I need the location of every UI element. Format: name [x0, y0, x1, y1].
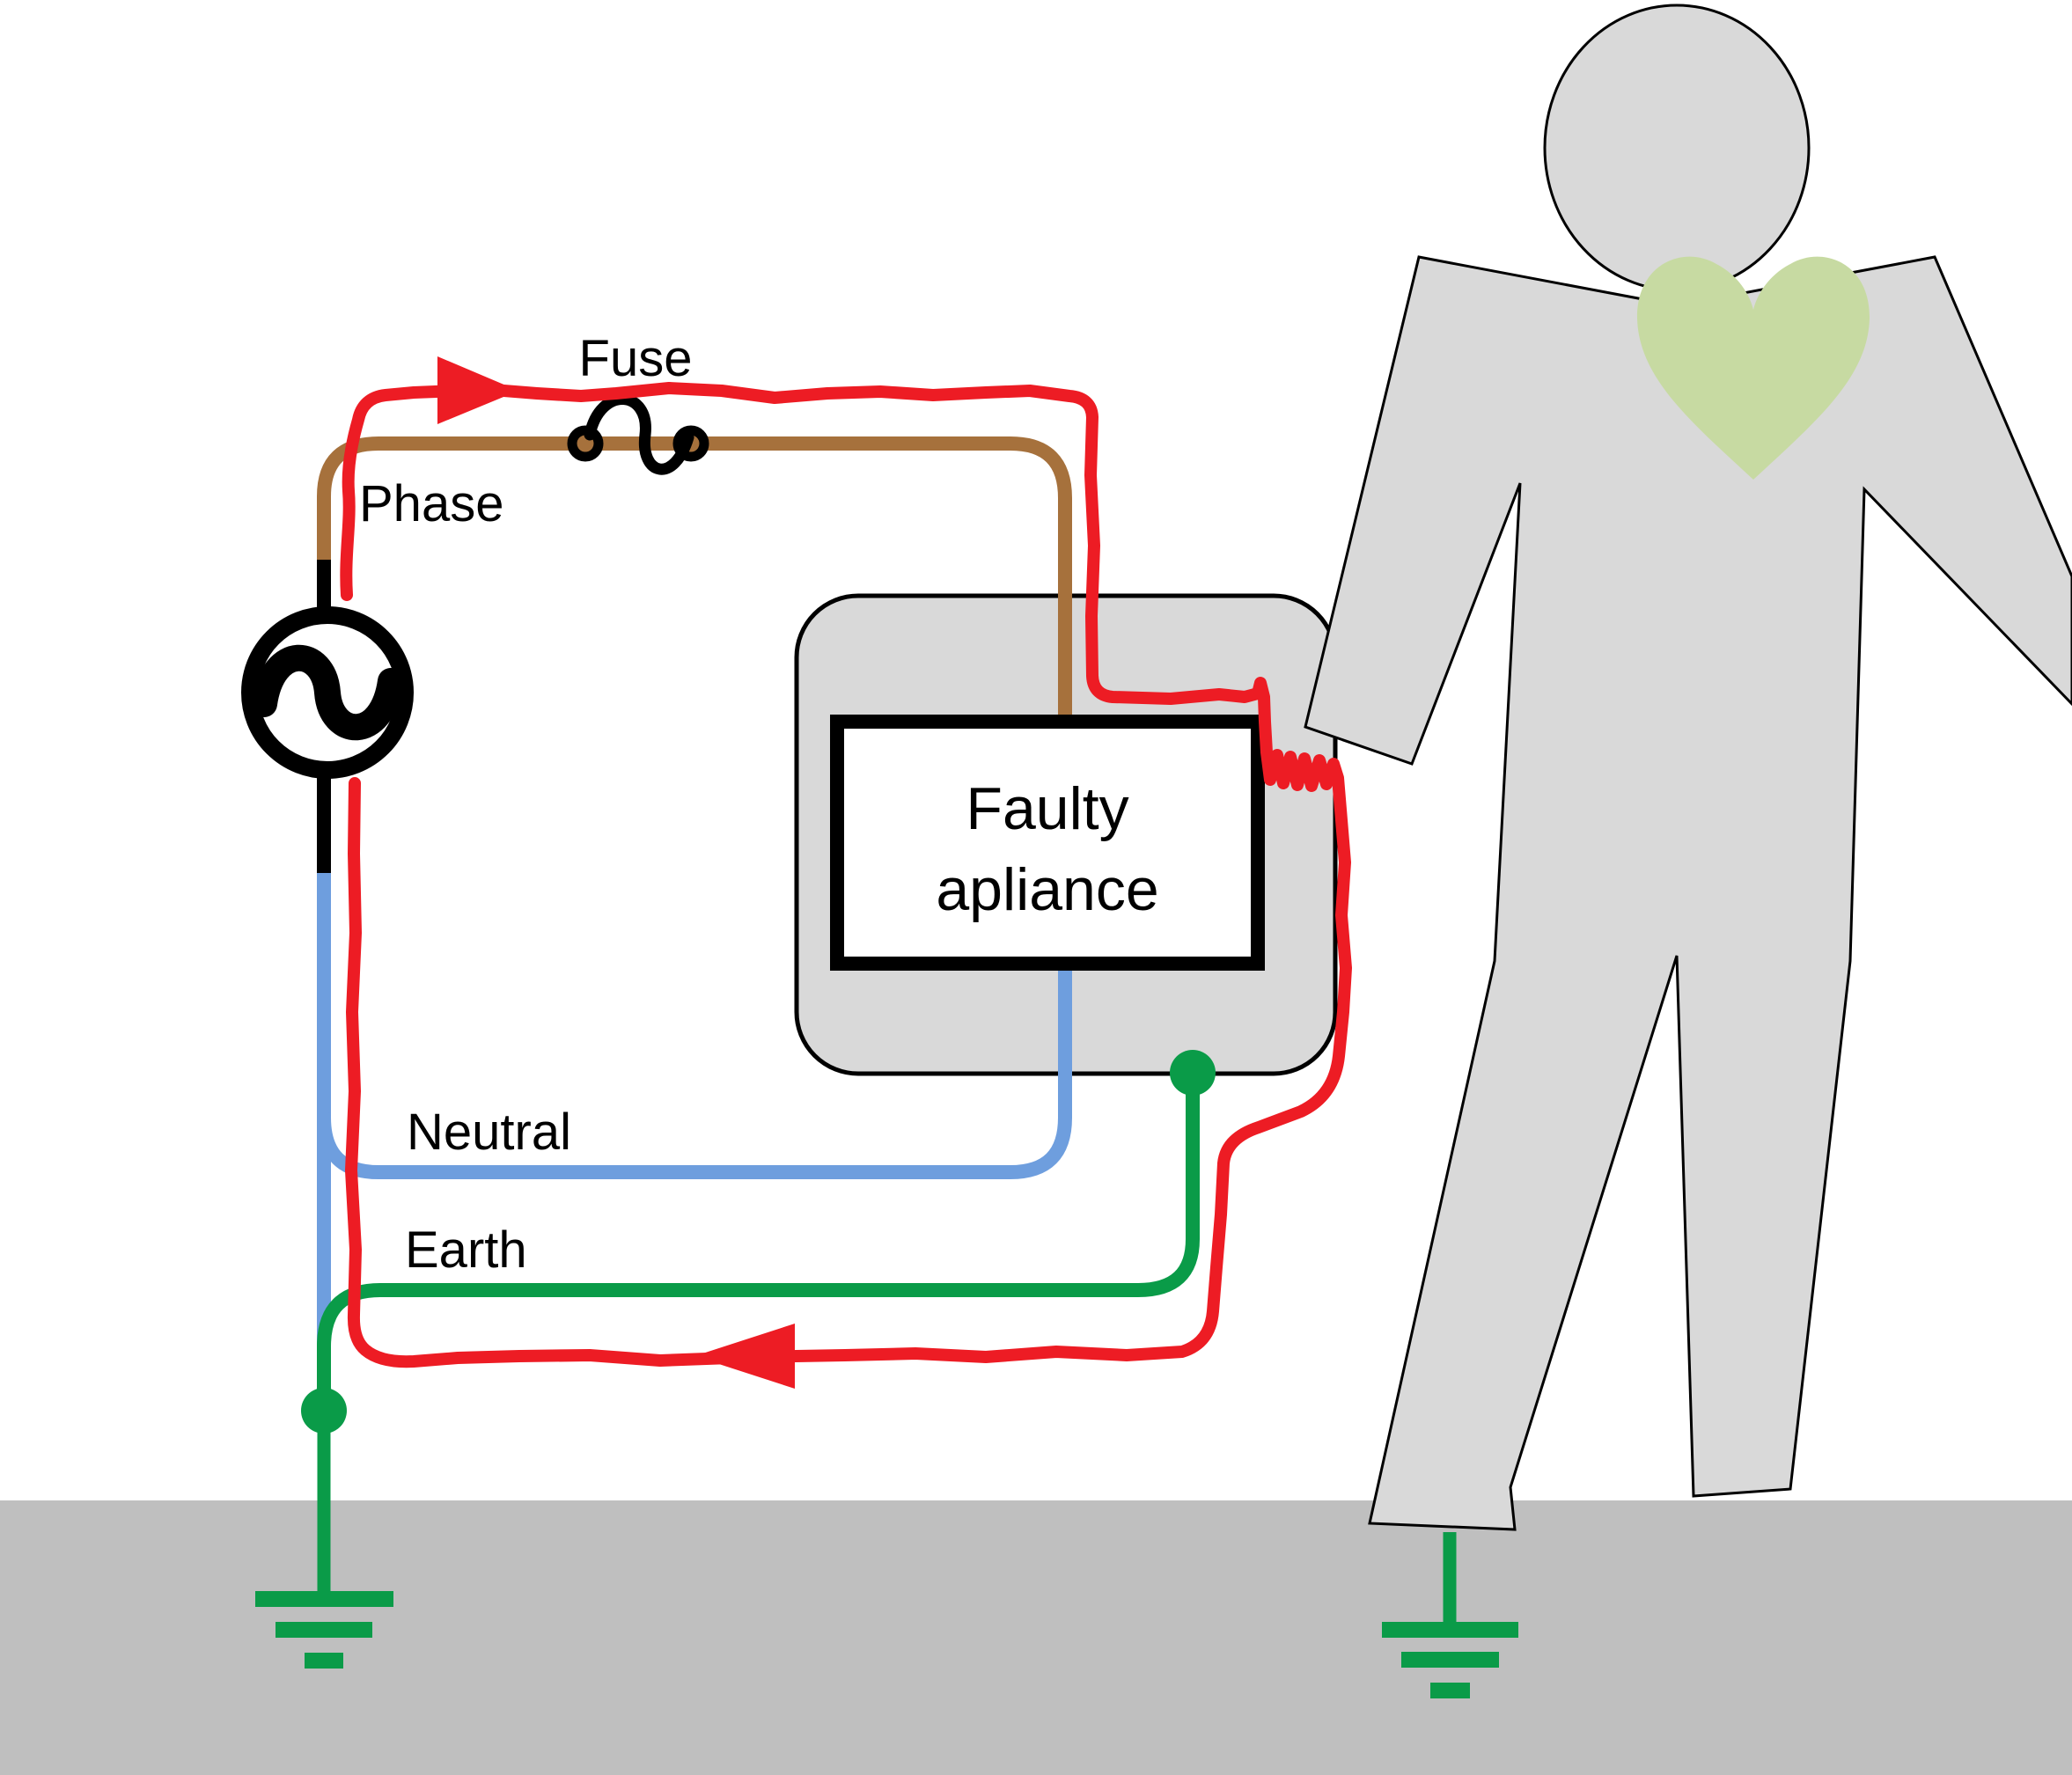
- person-head: [1543, 4, 1811, 292]
- earth-ground-icon-left: [255, 1408, 393, 1669]
- appliance-label-line1: Faulty: [966, 775, 1128, 842]
- appliance-label-line2: apliance: [936, 856, 1158, 923]
- person-figure: [1304, 4, 2072, 1531]
- earth-ground-icon-right: [1382, 1532, 1518, 1698]
- appliance-earth-dot: [1170, 1050, 1216, 1096]
- fault-current-path: [340, 382, 1352, 1368]
- earth-wire: [317, 1065, 1200, 1424]
- fault-current-arrow-right: [437, 356, 518, 424]
- phase-label: Phase: [359, 475, 503, 532]
- heart-icon: [1636, 256, 1870, 480]
- fault-current-arrow-left: [694, 1324, 795, 1389]
- faulty-appliance-box: [830, 715, 1265, 971]
- fuse-element: [584, 393, 694, 475]
- neutral-wire-branch: [317, 954, 1072, 1179]
- earth-label: Earth: [405, 1221, 527, 1279]
- ac-sine-symbol: [251, 644, 404, 741]
- ac-source-icon: [241, 606, 414, 779]
- person-body: [1304, 255, 2072, 1531]
- neutral-label: Neutral: [407, 1104, 571, 1161]
- fuse-label: Fuse: [579, 330, 693, 387]
- fuse-icon: [567, 393, 709, 475]
